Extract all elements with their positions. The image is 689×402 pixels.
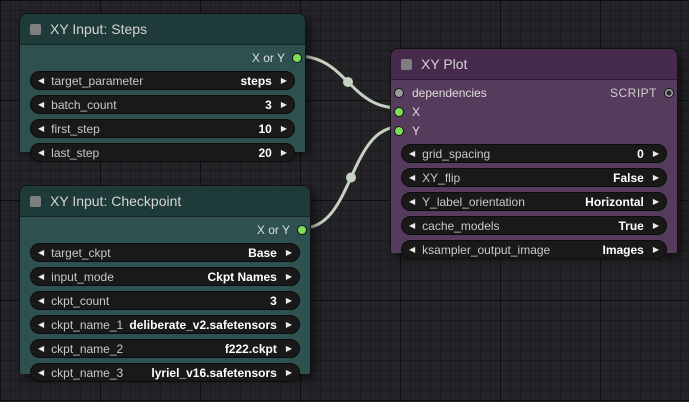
input-slot-dot[interactable] (394, 125, 404, 136)
node-body: X or Y target_parameter steps batch_coun… (20, 45, 305, 162)
increment-arrow-icon[interactable] (286, 369, 292, 377)
increment-arrow-icon[interactable] (286, 249, 292, 257)
input-slot-x: X (394, 103, 674, 120)
decrement-arrow-icon[interactable] (38, 249, 44, 257)
input-slot-dot[interactable] (394, 106, 404, 117)
collapse-box-icon[interactable] (30, 23, 41, 35)
node-body: dependencies SCRIPT X Y grid_spacing 0 (391, 80, 677, 259)
widget-ckpt-name-3[interactable]: ckpt_name_3 lyriel_v16.safetensors (30, 363, 300, 382)
increment-arrow-icon[interactable] (281, 101, 287, 109)
input-slot-label: dependencies (412, 85, 487, 100)
decrement-arrow-icon[interactable] (38, 101, 44, 109)
widget-grid-spacing[interactable]: grid_spacing 0 (401, 144, 667, 163)
decrement-arrow-icon[interactable] (38, 321, 44, 329)
widget-target-ckpt[interactable]: target_ckpt Base (30, 243, 300, 262)
increment-arrow-icon[interactable] (286, 297, 292, 305)
decrement-arrow-icon[interactable] (409, 174, 415, 182)
output-slot-dot[interactable] (292, 52, 302, 63)
widget-xy-flip[interactable]: XY_flip False (401, 168, 667, 187)
node-header[interactable]: XY Input: Checkpoint (20, 186, 310, 217)
output-slot-label: X or Y (256, 222, 290, 237)
increment-arrow-icon[interactable] (653, 198, 659, 206)
increment-arrow-icon[interactable] (286, 345, 292, 353)
decrement-arrow-icon[interactable] (409, 222, 415, 230)
widget-first-step[interactable]: first_step 10 (30, 119, 295, 138)
node-title: XY Plot (421, 56, 468, 72)
increment-arrow-icon[interactable] (281, 125, 287, 133)
node-xy-input-steps[interactable]: XY Input: Steps X or Y target_parameter … (19, 13, 306, 162)
decrement-arrow-icon[interactable] (409, 150, 415, 158)
output-slot-x-or-y: X or Y (23, 49, 302, 66)
widget-batch-count[interactable]: batch_count 3 (30, 95, 295, 114)
node-xy-plot[interactable]: XY Plot dependencies SCRIPT X Y gr (390, 48, 678, 259)
output-slot-x-or-y: X or Y (23, 221, 307, 238)
decrement-arrow-icon[interactable] (38, 273, 44, 281)
decrement-arrow-icon[interactable] (38, 125, 44, 133)
input-slot-label: X (412, 104, 421, 119)
increment-arrow-icon[interactable] (286, 273, 292, 281)
increment-arrow-icon[interactable] (653, 174, 659, 182)
increment-arrow-icon[interactable] (653, 222, 659, 230)
widget-ckpt-name-2[interactable]: ckpt_name_2 f222.ckpt (30, 339, 300, 358)
decrement-arrow-icon[interactable] (38, 369, 44, 377)
widget-ckpt-name-1[interactable]: ckpt_name_1 deliberate_v2.safetensors (30, 315, 300, 334)
collapse-box-icon[interactable] (30, 195, 41, 207)
decrement-arrow-icon[interactable] (409, 198, 415, 206)
decrement-arrow-icon[interactable] (38, 345, 44, 353)
input-slot-dot[interactable] (394, 87, 404, 98)
decrement-arrow-icon[interactable] (38, 149, 44, 157)
increment-arrow-icon[interactable] (281, 149, 287, 157)
increment-arrow-icon[interactable] (653, 150, 659, 158)
node-header[interactable]: XY Plot (391, 49, 677, 80)
widget-y-label-orientation[interactable]: Y_label_orientation Horizontal (401, 192, 667, 211)
widget-ksampler-output-image[interactable]: ksampler_output_image Images (401, 240, 667, 259)
widget-cache-models[interactable]: cache_models True (401, 216, 667, 235)
widget-input-mode[interactable]: input_mode Ckpt Names (30, 267, 300, 286)
increment-arrow-icon[interactable] (653, 246, 659, 254)
input-slot-dependencies: dependencies SCRIPT (394, 84, 674, 101)
node-title: XY Input: Steps (50, 21, 148, 37)
node-header[interactable]: XY Input: Steps (20, 14, 305, 45)
output-slot-dot[interactable] (664, 87, 674, 98)
output-slot-label: X or Y (251, 50, 285, 65)
node-body: X or Y target_ckpt Base input_mode Ckpt … (20, 217, 310, 382)
widget-ckpt-count[interactable]: ckpt_count 3 (30, 291, 300, 310)
link-midpoint-dot[interactable] (343, 77, 353, 87)
widget-last-step[interactable]: last_step 20 (30, 143, 295, 162)
output-slot-label: SCRIPT (609, 85, 657, 100)
node-xy-input-checkpoint[interactable]: XY Input: Checkpoint X or Y target_ckpt … (19, 185, 311, 382)
input-slot-label: Y (412, 123, 421, 138)
decrement-arrow-icon[interactable] (38, 297, 44, 305)
node-title: XY Input: Checkpoint (50, 193, 182, 209)
increment-arrow-icon[interactable] (286, 321, 292, 329)
input-slot-y: Y (394, 122, 674, 139)
collapse-box-icon[interactable] (401, 58, 412, 70)
output-slot-dot[interactable] (297, 224, 307, 235)
link-midpoint-dot[interactable] (346, 172, 356, 183)
widget-target-parameter[interactable]: target_parameter steps (30, 71, 295, 90)
decrement-arrow-icon[interactable] (38, 77, 44, 85)
increment-arrow-icon[interactable] (281, 77, 287, 85)
decrement-arrow-icon[interactable] (409, 246, 415, 254)
